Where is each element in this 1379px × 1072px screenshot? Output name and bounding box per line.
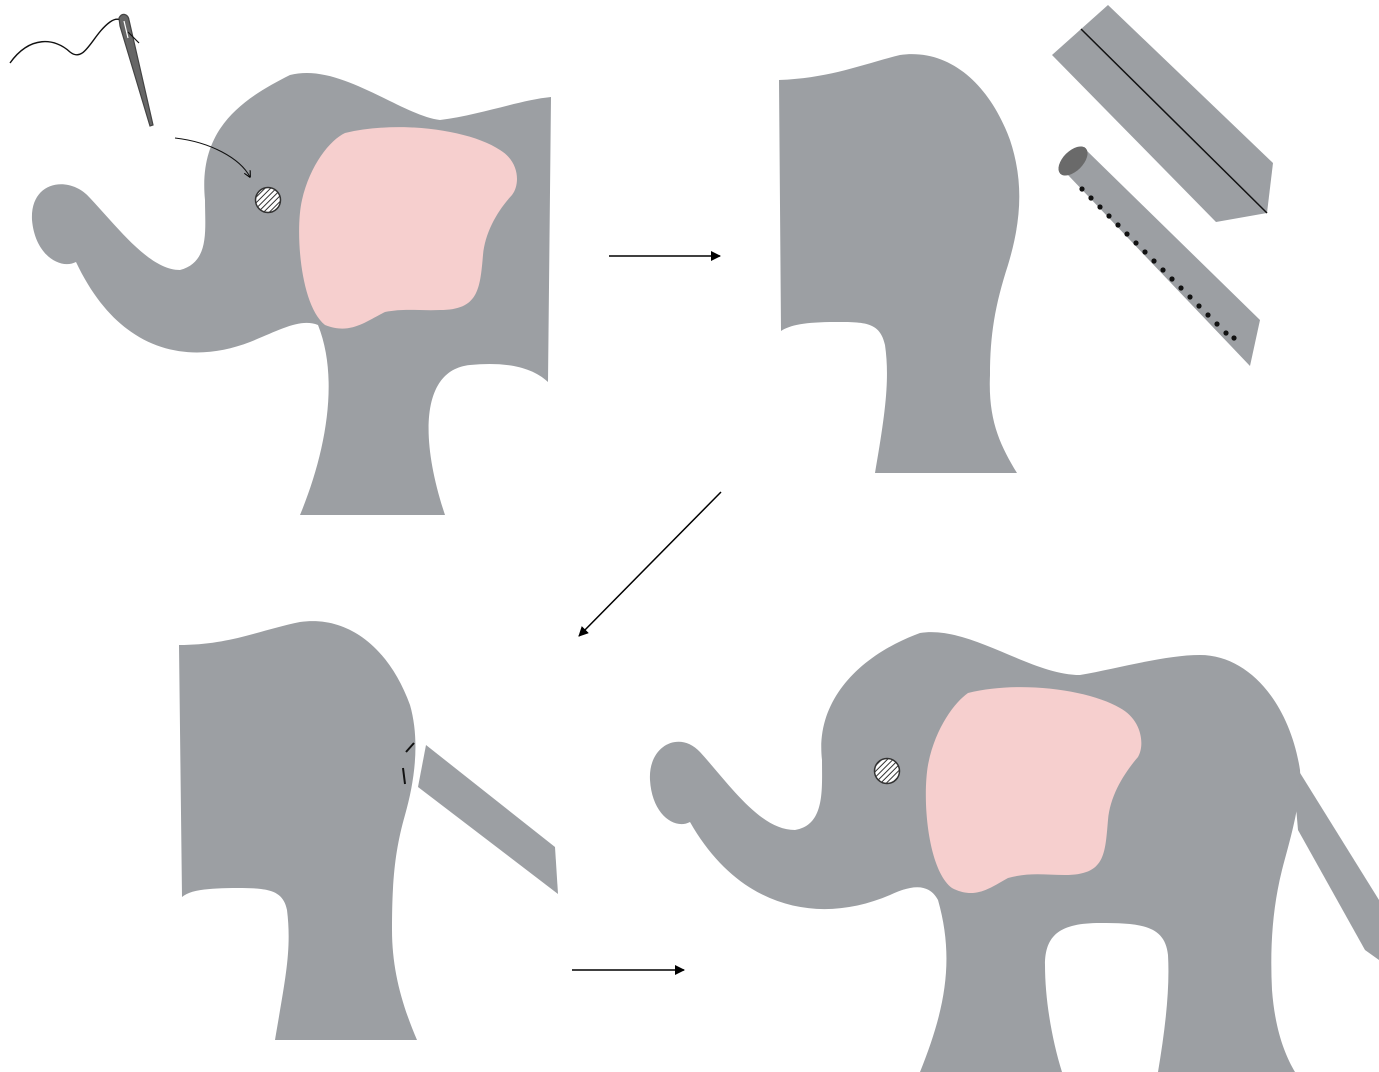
elephant-back-body xyxy=(779,54,1020,473)
stitch-dots xyxy=(1079,186,1237,341)
step-3-panel xyxy=(179,621,558,1040)
finished-elephant-ear xyxy=(925,687,1142,894)
elephant-back-body-with-tail xyxy=(179,621,417,1040)
tail-stitch-marks xyxy=(402,742,415,785)
elephant-front-ear xyxy=(299,127,517,329)
rolled-tube-icon xyxy=(1058,146,1260,366)
tail-strip xyxy=(418,745,558,894)
sewing-needle-icon xyxy=(9,13,154,127)
folded-fabric-strip-icon xyxy=(1052,5,1273,222)
hatched-eye-icon xyxy=(254,186,282,214)
step-2-panel xyxy=(779,5,1273,473)
finished-elephant-tail xyxy=(1292,760,1379,960)
hatched-eye-icon xyxy=(873,757,901,785)
needle-path-arrow xyxy=(174,137,250,177)
step-4-panel xyxy=(649,632,1379,1072)
arrow-step2-to-step3 xyxy=(578,491,722,637)
step-1-panel xyxy=(9,13,551,515)
